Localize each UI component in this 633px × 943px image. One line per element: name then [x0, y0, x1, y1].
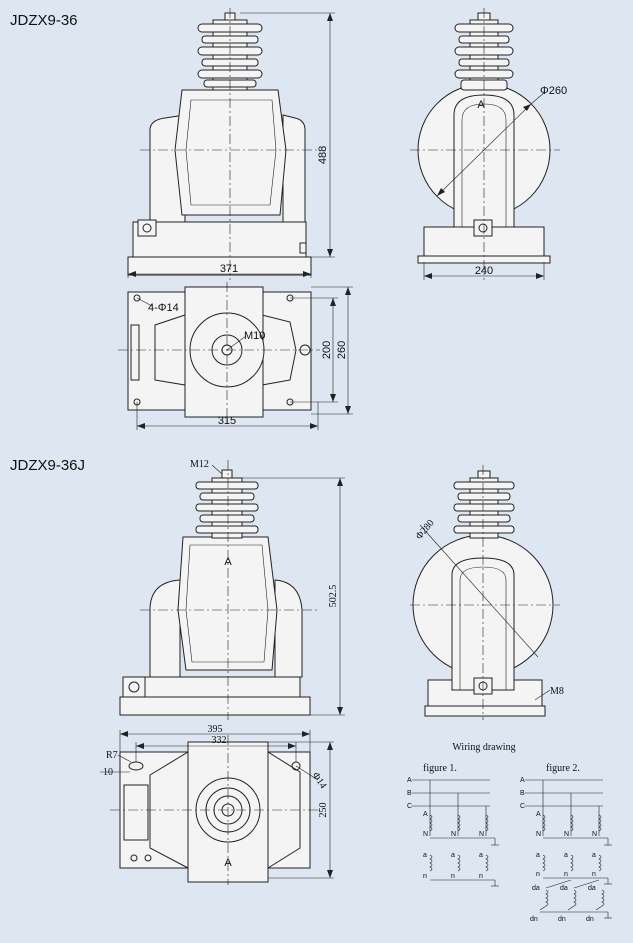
svg-text:dn: dn	[530, 916, 538, 923]
bottom-plan-view: A 395 332 R7 10 Φ14 250	[100, 724, 334, 885]
dim-width-240: 240	[475, 265, 493, 277]
svg-text:da: da	[560, 885, 568, 892]
svg-text:a: a	[536, 852, 540, 859]
dim-thread-m8: M8	[550, 686, 564, 697]
phase-mark-a-top: A	[477, 99, 485, 111]
model-title-bottom: JDZX9-36J	[10, 457, 85, 474]
top-front-view: 488 371	[127, 8, 335, 280]
dim-width-315: 315	[218, 415, 236, 427]
dim-width-395: 395	[208, 724, 223, 735]
phase-mark-a-bottom-front: A	[224, 556, 232, 568]
svg-text:N: N	[536, 831, 541, 838]
svg-text:a: a	[451, 852, 455, 859]
figure-2-label: figure 2.	[546, 763, 580, 774]
bottom-side-view: Φ280 M8	[410, 465, 564, 720]
dim-depth-250: 250	[318, 803, 329, 818]
figure-1-label: figure 1.	[423, 763, 457, 774]
svg-text:A: A	[407, 777, 412, 784]
svg-text:dn: dn	[586, 916, 594, 923]
svg-text:da: da	[532, 885, 540, 892]
wiring-figure-2: A B C A N N N a a a n n	[520, 777, 612, 923]
svg-text:C: C	[407, 803, 412, 810]
phase-mark-a-bottom-plan: A	[224, 857, 232, 869]
svg-text:A: A	[536, 811, 541, 818]
dim-width-332: 332	[212, 735, 227, 746]
svg-text:N: N	[451, 831, 456, 838]
svg-text:n: n	[479, 873, 483, 880]
svg-text:a: a	[423, 852, 427, 859]
svg-text:n: n	[592, 871, 596, 878]
svg-text:N: N	[592, 831, 597, 838]
svg-text:N: N	[423, 831, 428, 838]
dim-diameter-280: Φ280	[414, 518, 437, 542]
svg-text:N: N	[564, 831, 569, 838]
svg-text:A: A	[423, 811, 428, 818]
top-side-view: A Φ260 240	[410, 8, 567, 280]
dim-diameter-260: Φ260	[540, 85, 567, 97]
svg-text:a: a	[564, 852, 568, 859]
wiring-title: Wiring drawing	[452, 742, 515, 753]
dim-height-488: 488	[317, 146, 329, 164]
svg-text:a: a	[592, 852, 596, 859]
bottom-front-view: A M12 502.5	[119, 459, 345, 720]
dim-height-502-5: 502.5	[328, 585, 339, 608]
dim-hole-14: Φ14	[310, 770, 329, 790]
svg-text:n: n	[423, 873, 427, 880]
svg-text:n: n	[451, 873, 455, 880]
model-title-top: JDZX9-36	[10, 12, 78, 29]
svg-text:C: C	[520, 803, 525, 810]
svg-text:dn: dn	[558, 916, 566, 923]
wiring-figure-1: A B C A N N N a a a n n	[407, 777, 499, 887]
dim-holes-4-14: 4-Φ14	[148, 302, 179, 314]
dim-thread-m12: M12	[190, 459, 209, 470]
svg-text:A: A	[520, 777, 525, 784]
svg-text:n: n	[536, 871, 540, 878]
svg-text:N: N	[479, 831, 484, 838]
svg-text:a: a	[479, 852, 483, 859]
dim-thread-m10: M10	[244, 330, 265, 342]
svg-text:da: da	[588, 885, 596, 892]
dim-width-371: 371	[220, 263, 238, 275]
wiring-drawing: Wiring drawing figure 1. figure 2. A B C…	[407, 742, 612, 923]
svg-text:n: n	[564, 871, 568, 878]
dim-slot-10: 10	[103, 767, 113, 778]
dim-depth-200: 200	[321, 341, 333, 359]
svg-text:B: B	[407, 790, 412, 797]
dim-radius-r7: R7	[106, 750, 118, 761]
dim-depth-260: 260	[336, 341, 348, 359]
top-plan-view: 4-Φ14 M10 200 260 315	[118, 282, 353, 430]
svg-text:B: B	[520, 790, 525, 797]
